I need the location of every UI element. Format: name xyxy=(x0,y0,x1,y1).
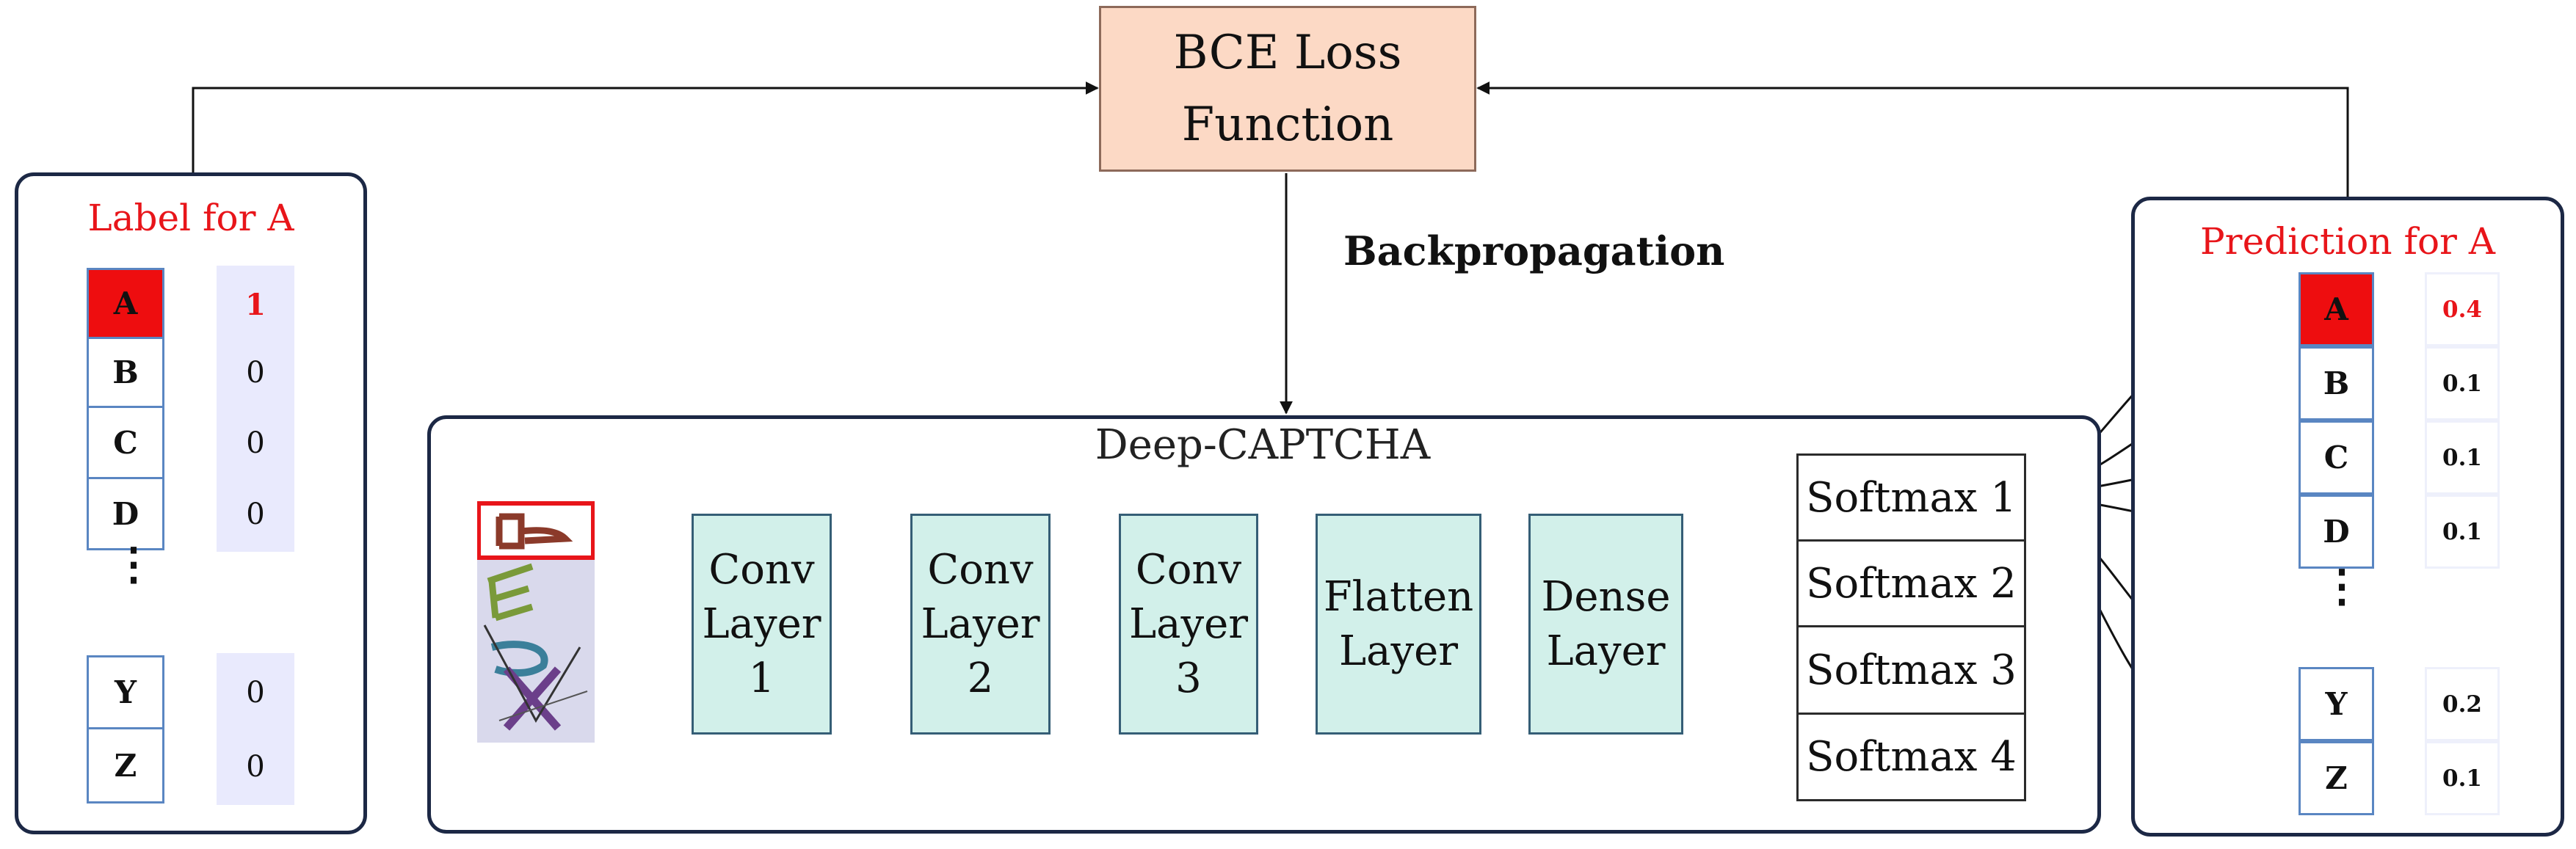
pred-letter-y: Y xyxy=(2299,667,2374,741)
loss-title-line1: BCE Loss xyxy=(1173,26,1402,80)
label-value-d: 0 xyxy=(246,498,265,531)
pred-letter-z: Z xyxy=(2299,741,2374,815)
prediction-panel-title: Prediction for A xyxy=(2200,220,2495,263)
conv-layer-3-line2: Layer xyxy=(1128,600,1249,648)
pred-letter-a: A xyxy=(2299,272,2374,346)
label-letter-y: Y xyxy=(87,655,164,729)
pred-letter-b: B xyxy=(2299,346,2374,420)
label-values-bottom-column xyxy=(217,653,294,805)
pred-value-c: 0.1 xyxy=(2425,420,2500,495)
captcha-char-e xyxy=(487,563,534,622)
conv-layer-2-line1: Conv xyxy=(927,545,1034,594)
loss-title-line2: Function xyxy=(1181,98,1394,152)
label-value-a: 1 xyxy=(245,288,266,322)
flatten-layer: Flatten Layer xyxy=(1316,514,1481,735)
pred-letter-c: C xyxy=(2299,420,2374,495)
prediction-to-loss-arrow xyxy=(1476,81,2349,197)
dense-layer-line2: Layer xyxy=(1546,627,1666,675)
conv-layer-1: Conv Layer 1 xyxy=(692,514,832,735)
flatten-layer-line2: Layer xyxy=(1338,627,1459,675)
label-letter-b: B xyxy=(87,337,164,408)
captcha-char-d xyxy=(496,513,573,550)
conv-layer-1-line1: Conv xyxy=(708,545,815,594)
label-values-top-column: 1 xyxy=(217,266,294,552)
label-letter-c: C xyxy=(87,406,164,479)
conv-layer-2-line3: 2 xyxy=(967,654,994,702)
captcha-char-x xyxy=(483,624,588,731)
label-value-y: 0 xyxy=(246,676,265,710)
label-ellipsis: ⋮ xyxy=(112,539,156,590)
conv-layer-1-line3: 1 xyxy=(748,654,775,702)
bce-loss-box: BCE Loss Function xyxy=(1099,6,1476,172)
pred-ellipsis: ⋮ xyxy=(2320,561,2364,612)
label-letter-d: D xyxy=(87,477,164,550)
label-panel-title: Label for A xyxy=(87,197,294,239)
deep-captcha-title: Deep-CAPTCHA xyxy=(1095,420,1431,469)
dense-layer: Dense Layer xyxy=(1528,514,1683,735)
conv-layer-3-line1: Conv xyxy=(1135,545,1242,594)
pred-value-y: 0.2 xyxy=(2425,667,2500,741)
conv-layer-2: Conv Layer 2 xyxy=(910,514,1051,735)
dense-layer-line1: Dense xyxy=(1541,572,1671,621)
flatten-layer-line1: Flatten xyxy=(1323,572,1474,621)
label-panel xyxy=(15,172,367,834)
conv-layer-3-line3: 3 xyxy=(1175,654,1202,702)
pred-value-z: 0.1 xyxy=(2425,741,2500,815)
label-value-c: 0 xyxy=(246,426,265,460)
softmax-2: Softmax 2 xyxy=(1796,539,2026,627)
softmax-1: Softmax 1 xyxy=(1796,453,2026,542)
softmax-4: Softmax 4 xyxy=(1796,713,2026,801)
label-value-b: 0 xyxy=(246,356,265,390)
label-letter-a: A xyxy=(87,268,164,339)
softmax-3: Softmax 3 xyxy=(1796,625,2026,715)
label-letter-z: Z xyxy=(87,727,164,804)
label-value-z: 0 xyxy=(246,750,265,784)
conv-layer-2-line2: Layer xyxy=(921,600,1040,648)
conv-layer-1-line2: Layer xyxy=(702,600,821,648)
pred-letter-d: D xyxy=(2299,495,2374,569)
pred-value-d: 0.1 xyxy=(2425,495,2500,569)
conv-layer-3: Conv Layer 3 xyxy=(1119,514,1258,735)
label-to-loss-arrow xyxy=(192,81,1099,172)
pred-value-a: 0.4 xyxy=(2425,272,2500,346)
captcha-image xyxy=(476,500,595,743)
backpropagation-label: Backpropagation xyxy=(1343,227,1725,274)
pred-value-b: 0.1 xyxy=(2425,346,2500,420)
